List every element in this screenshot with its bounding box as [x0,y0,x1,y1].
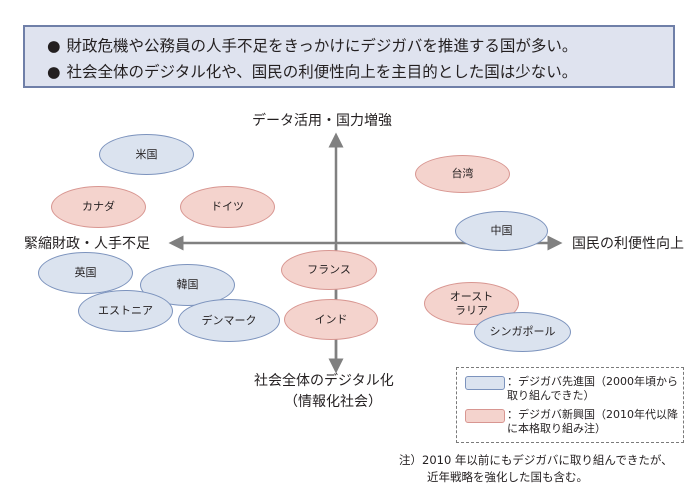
legend-box: ：デジガバ先進国（2000年頃から取り組んできた） ：デジガバ新興国（2010年… [456,367,684,443]
country-label: 英国 [74,266,97,279]
axis-label-bottom-2: （情報化社会） [284,394,382,410]
country-label: カナダ [82,200,115,213]
note-line-2: 近年戦略を強化した国も含む。 [427,470,588,484]
country-label: ドイツ [211,200,244,213]
country-label: フランス [307,263,351,276]
country-china: 中国 [455,211,548,251]
legend-swatch-advanced [465,376,505,390]
country-france: フランス [281,250,377,290]
bullet-icon: ● [47,37,61,55]
country-germany: ドイツ [180,186,275,228]
legend-swatch-emerging [465,409,505,423]
axis-label-bottom-1: 社会全体のデジタル化 [254,373,394,389]
country-label: インド [314,312,348,326]
country-usa: 米国 [99,134,194,175]
summary-text-1: 財政危機や公務員の人手不足をきっかけにデジガバを推進する国が多い。 [66,37,578,55]
country-denmark: デンマーク [178,299,280,342]
country-canada: カナダ [51,186,146,228]
bullet-icon: ● [47,63,61,81]
summary-line-1: ● 財政危機や公務員の人手不足をきっかけにデジガバを推進する国が多い。 [47,36,577,56]
country-label: オースト ラリア [449,289,494,317]
legend-text-emerging: ：デジガバ新興国（2010年代以降に本格取り組み注） [507,408,678,435]
summary-line-2: ● 社会全体のデジタル化や、国民の利便性向上を主目的とした国は少ない。 [47,62,577,82]
country-label: 韓国 [176,278,199,291]
country-india: インド [284,299,378,340]
country-label: 米国 [135,147,158,161]
country-singapore: シンガポール [474,312,571,352]
country-label: シンガポール [489,325,556,338]
axis-label-left: 緊縮財政・人手不足 [24,236,150,252]
country-label: 中国 [490,224,513,237]
summary-text-2: 社会全体のデジタル化や、国民の利便性向上を主目的とした国は少ない。 [66,63,578,81]
legend-text-advanced: ：デジガバ先進国（2000年頃から取り組んできた） [507,375,678,402]
country-taiwan: 台湾 [415,155,510,193]
axis-label-top: データ活用・国力増強 [252,113,392,129]
note-line-1: 注）2010 年以前にもデジガバに取り組んできたが、 [399,453,673,467]
country-uk: 英国 [38,252,133,294]
country-estonia: エストニア [78,290,173,332]
country-label: エストニア [98,304,153,317]
summary-box: ● 財政危機や公務員の人手不足をきっかけにデジガバを推進する国が多い。 ● 社会全体… [23,25,675,88]
axis-label-right: 国民の利便性向上 [572,236,684,252]
country-label: デンマーク [201,313,257,327]
country-label: 台湾 [451,167,474,180]
